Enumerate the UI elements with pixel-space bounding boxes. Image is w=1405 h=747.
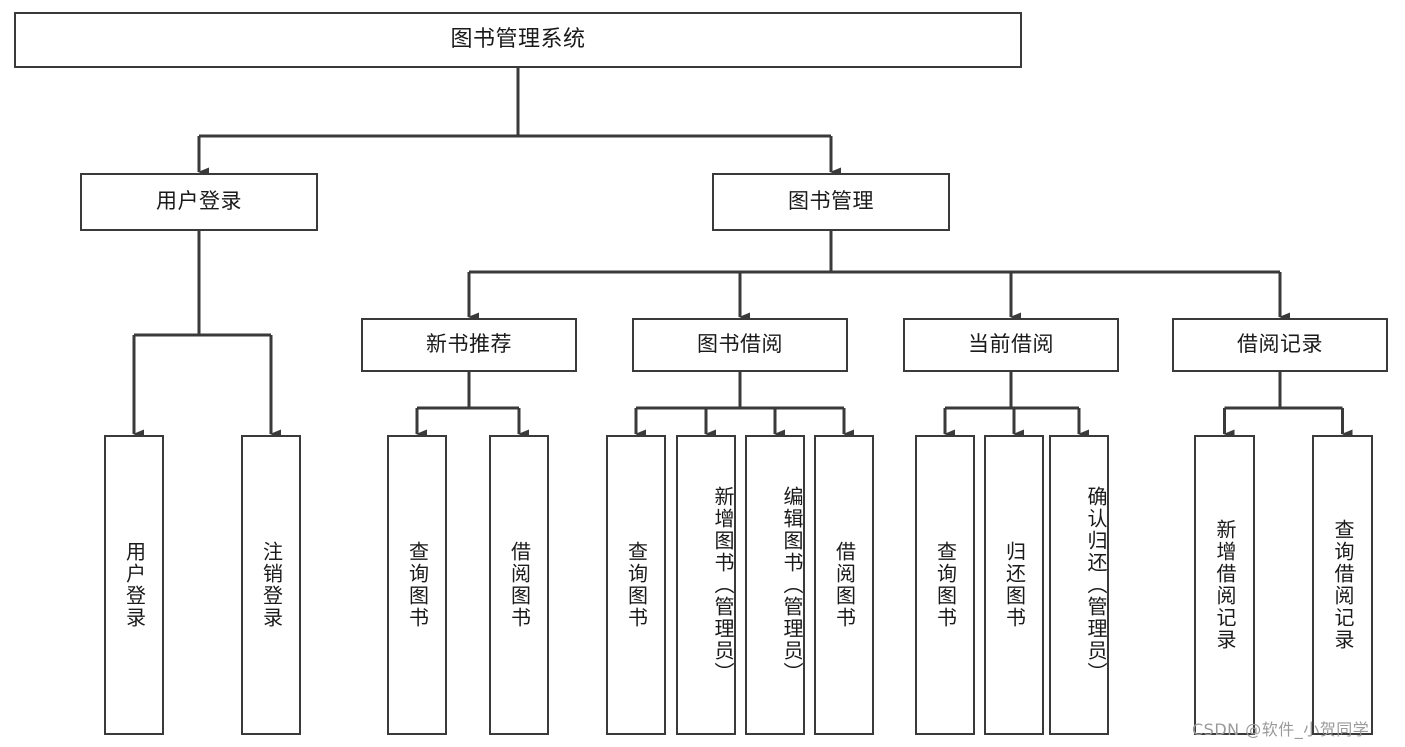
- node-current-borrow[interactable]: 当前借阅: [903, 318, 1119, 372]
- node-leaf-borrow-book[interactable]: 借阅图书: [814, 435, 874, 735]
- node-new-book-recommend[interactable]: 新书推荐: [361, 318, 577, 372]
- node-leaf-return-book[interactable]: 归还图书: [984, 435, 1044, 735]
- node-label: 借阅图书: [832, 541, 857, 629]
- node-borrow-record[interactable]: 借阅记录: [1172, 318, 1388, 372]
- node-label: 查询图书: [624, 541, 649, 629]
- node-leaf-query-book-borrow[interactable]: 查询图书: [606, 435, 666, 735]
- node-label: 新增借阅记录: [1213, 519, 1237, 651]
- node-label: 图书管理: [788, 189, 874, 214]
- node-label: 图书借阅: [697, 332, 783, 357]
- csdn-watermark: CSDN @软件_小贺同学: [1192, 720, 1370, 739]
- node-book-management[interactable]: 图书管理: [712, 173, 950, 231]
- node-label: 查询图书: [405, 541, 430, 629]
- node-leaf-logout-login[interactable]: 注销登录: [241, 435, 301, 735]
- node-leaf-add-borrow-record[interactable]: 新增借阅记录: [1194, 435, 1255, 735]
- node-label: 确认归还（管理员）: [1084, 486, 1108, 684]
- node-label: 注销登录: [259, 541, 284, 629]
- node-leaf-borrow-book-recommend[interactable]: 借阅图书: [489, 435, 549, 735]
- node-label: 编辑图书（管理员）: [780, 486, 804, 684]
- node-label: 用户登录: [156, 189, 242, 214]
- node-book-borrow[interactable]: 图书借阅: [632, 318, 848, 372]
- node-label: 新书推荐: [426, 332, 512, 357]
- node-leaf-query-book-current[interactable]: 查询图书: [915, 435, 975, 735]
- node-leaf-query-book-recommend[interactable]: 查询图书: [387, 435, 447, 735]
- node-leaf-add-book-admin[interactable]: 新增图书（管理员）: [676, 435, 736, 735]
- node-label: 新增图书（管理员）: [711, 486, 735, 684]
- node-label: 查询图书: [933, 541, 958, 629]
- node-label: 用户登录: [122, 541, 147, 629]
- node-leaf-confirm-return-admin[interactable]: 确认归还（管理员）: [1049, 435, 1109, 735]
- node-root[interactable]: 图书管理系统: [14, 12, 1022, 68]
- edge-group: [132, 68, 1353, 439]
- node-user-login[interactable]: 用户登录: [80, 173, 318, 231]
- node-leaf-edit-book-admin[interactable]: 编辑图书（管理员）: [745, 435, 805, 735]
- node-label: 归还图书: [1002, 541, 1027, 629]
- node-leaf-user-login[interactable]: 用户登录: [104, 435, 164, 735]
- node-leaf-query-borrow-record[interactable]: 查询借阅记录: [1312, 435, 1373, 735]
- node-label: 当前借阅: [968, 332, 1054, 357]
- node-label: 借阅记录: [1237, 332, 1323, 357]
- node-label: 查询借阅记录: [1331, 519, 1355, 651]
- node-label: 图书管理系统: [450, 26, 586, 52]
- node-label: 借阅图书: [507, 541, 532, 629]
